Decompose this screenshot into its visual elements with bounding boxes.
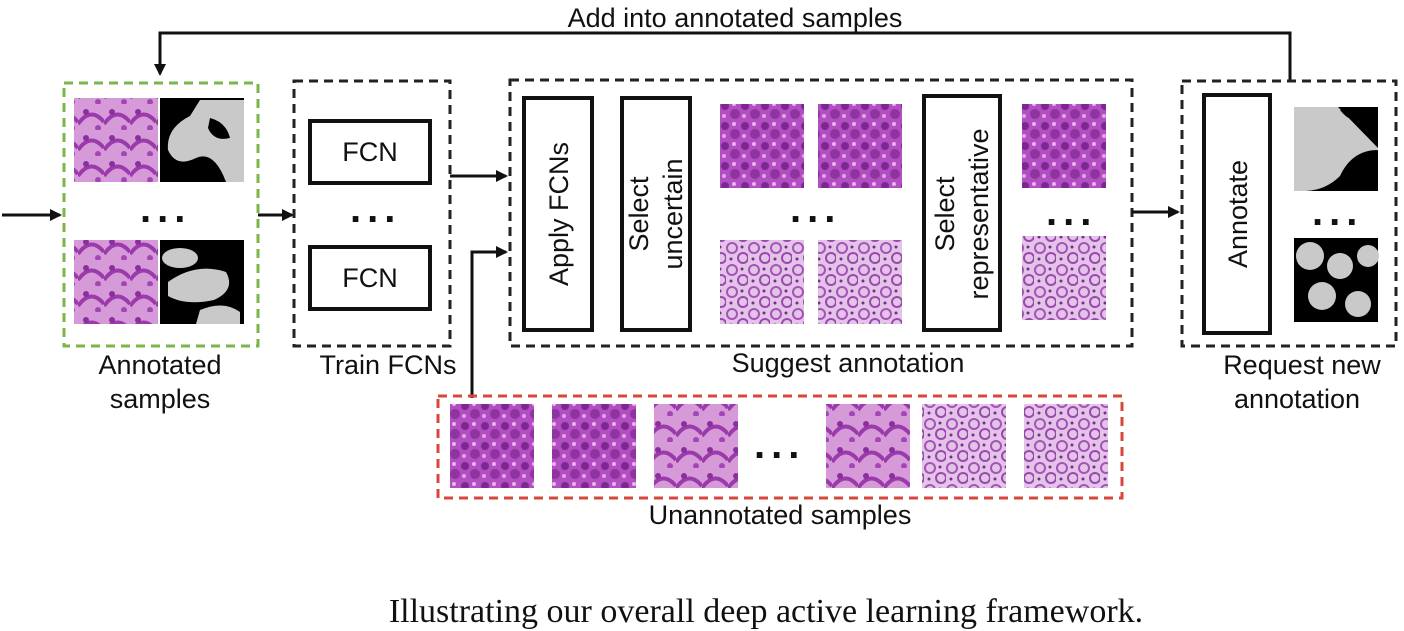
annotated-mask-bottom [160, 240, 244, 324]
request-annotation-stage: Annotate ... [1180, 79, 1398, 348]
train-fcns-stage: FCN ... FCN [292, 79, 452, 348]
unannotated-samples-border [436, 394, 1124, 500]
request-label-line1: Request new [1223, 350, 1381, 380]
unannotated-to-suggest-arrow [470, 246, 508, 398]
select-uncertain-label-line1: Select [624, 176, 654, 252]
unannotated-image-1 [450, 404, 534, 488]
select-uncertain-label-line2: uncertain [658, 158, 688, 269]
train-ellipsis: ... [350, 187, 401, 231]
annotated-samples-stage: ... [62, 81, 260, 348]
unannotated-image-6 [1024, 404, 1108, 488]
train-fcns-label: Train FCNs [319, 350, 456, 380]
annotated-image-top [74, 98, 158, 182]
representative-ellipsis: ... [1046, 190, 1097, 234]
annotated-label-line1: Annotated [98, 350, 221, 380]
unannotated-label: Unannotated samples [649, 500, 912, 530]
fcn-box-top [308, 119, 432, 185]
annotate-box [1202, 93, 1272, 335]
request-annotation-border [1180, 79, 1398, 348]
unannotated-ellipsis: ... [754, 423, 805, 467]
select-uncertain-box [620, 96, 692, 332]
feedback-label: Add into annotated samples [568, 3, 903, 33]
suggest-image-6 [1022, 236, 1106, 320]
annotated-samples-border [62, 81, 260, 348]
suggest-annotation-label: Suggest annotation [732, 348, 965, 378]
suggest-ellipsis: ... [790, 187, 841, 231]
fcn-bottom-label: FCN [342, 263, 398, 293]
unannotated-samples-stage: ... [436, 394, 1124, 500]
figure-caption: Illustrating our overall deep active lea… [389, 593, 1143, 630]
unannotated-image-2 [552, 404, 636, 488]
annotated-mask-top [160, 98, 244, 182]
request-mask-bottom [1294, 238, 1379, 322]
apply-fcns-box [522, 96, 594, 332]
annotate-label: Annotate [1223, 160, 1253, 268]
request-ellipsis: ... [1312, 190, 1363, 234]
annotated-image-bottom [74, 240, 158, 324]
suggest-image-3 [720, 240, 804, 324]
select-representative-label-line2: representative [964, 128, 994, 299]
annotated-ellipsis: ... [140, 187, 191, 231]
unannotated-image-5 [922, 404, 1006, 488]
annotated-label-line2: samples [110, 384, 211, 414]
unannotated-image-3 [654, 404, 738, 488]
select-representative-label-line1: Select [930, 176, 960, 252]
apply-fcns-label: Apply FCNs [544, 142, 574, 286]
suggest-image-2 [818, 104, 902, 188]
unannotated-image-4 [826, 404, 910, 488]
suggest-image-1 [720, 104, 804, 188]
suggest-annotation-stage: Apply FCNs Select uncertain ... Select r… [508, 78, 1134, 348]
feedback-arrow [154, 31, 1292, 80]
train-fcns-border [292, 79, 452, 348]
fcn-box-bottom [308, 245, 432, 311]
suggest-image-4 [818, 240, 902, 324]
suggest-image-5 [1022, 104, 1106, 188]
request-mask-top [1294, 107, 1378, 191]
fcn-top-label: FCN [342, 137, 398, 167]
select-representative-box [922, 94, 1002, 332]
request-label-line2: annotation [1234, 384, 1360, 414]
